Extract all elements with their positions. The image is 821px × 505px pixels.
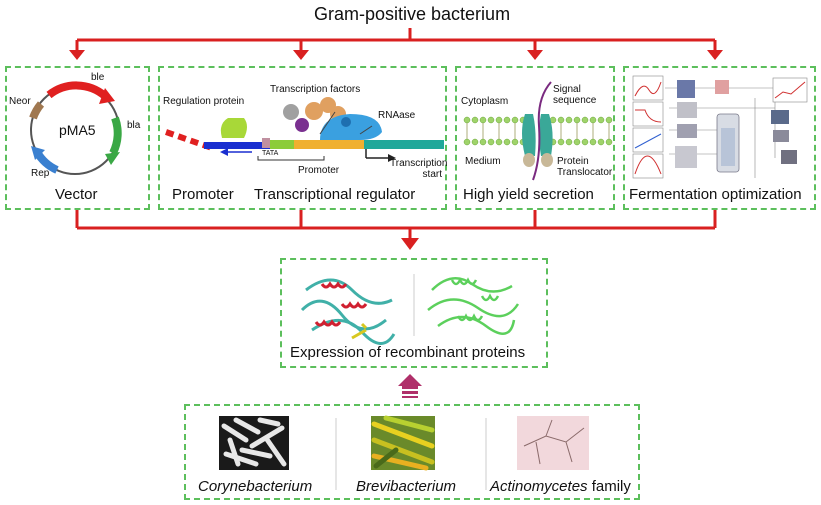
translocator-right [539, 114, 553, 156]
translocator-left [522, 114, 536, 156]
expression-caption: Expression of recombinant proteins [290, 344, 526, 361]
vector-panel: pMA5 ble bla Rep Neor Vector [5, 66, 150, 210]
promoter-panel: Regulation protein Transcription factors… [158, 66, 447, 210]
gene-neor: Neor [9, 96, 31, 107]
arrow-promoter [293, 50, 309, 60]
plasmid-diagram [29, 81, 122, 175]
arrow-vector [69, 50, 85, 60]
vector-caption: Vector [55, 186, 98, 203]
arrow-hosts-up [398, 374, 422, 398]
protein-structures [300, 274, 520, 345]
hosts-panel: Corynebacterium Brevibacterium Actinomyc… [184, 404, 640, 500]
host-brevibacterium: Brevibacterium [356, 478, 457, 495]
host-images [219, 415, 589, 490]
expression-panel: Expression of recombinant proteins [280, 258, 548, 368]
fermentation-schematic [632, 75, 808, 179]
promoter-label: Promoter [298, 165, 340, 176]
fermentation-caption: Fermentation optimization [629, 186, 802, 203]
regulation-protein-label: Regulation protein [163, 96, 245, 107]
arrow-fermentation [707, 50, 723, 60]
protein-structure-left [300, 278, 396, 345]
gene-bla: bla [127, 120, 141, 131]
medium-label: Medium [465, 156, 501, 167]
arrow-expression [401, 238, 419, 250]
tata-label: TATA [262, 150, 279, 157]
transcription-factors-label: Transcription factors [270, 84, 361, 95]
gene-rep: Rep [31, 168, 50, 179]
promoter-caption: Promoter [172, 186, 234, 203]
signal-sequence-label: Signal sequence [553, 84, 597, 106]
membrane-diagram [463, 81, 613, 181]
transcription-start-label: Transcription start [390, 158, 448, 180]
brevibacterium-image [371, 415, 435, 471]
gene-ble: ble [91, 72, 105, 83]
cytoplasm-label: Cytoplasm [461, 96, 509, 107]
corynebacterium-image [219, 416, 289, 470]
plasmid-name: pMA5 [59, 122, 96, 138]
host-corynebacterium: Corynebacterium [198, 478, 313, 495]
host-actinomycetes-family: Actinomycetes family [490, 478, 631, 495]
diagram-title: Gram-positive bacterium [314, 4, 511, 24]
transcriptional-regulator-caption: Transcriptional regulator [254, 186, 416, 203]
secretion-panel: Cytoplasm Signal sequence Medium Protein… [455, 66, 615, 210]
secretion-caption: High yield secretion [463, 186, 594, 203]
protein-translocator-label: Protein Translocator [557, 156, 613, 178]
actinomycetes-image [517, 416, 589, 470]
fermentation-panel: Fermentation optimization [623, 66, 816, 210]
rnaase-label: RNAase [378, 110, 416, 121]
protein-structure-right [427, 277, 520, 335]
arrow-secretion [527, 50, 543, 60]
signal-peptide [532, 81, 552, 181]
promoter-diagram [165, 97, 444, 162]
